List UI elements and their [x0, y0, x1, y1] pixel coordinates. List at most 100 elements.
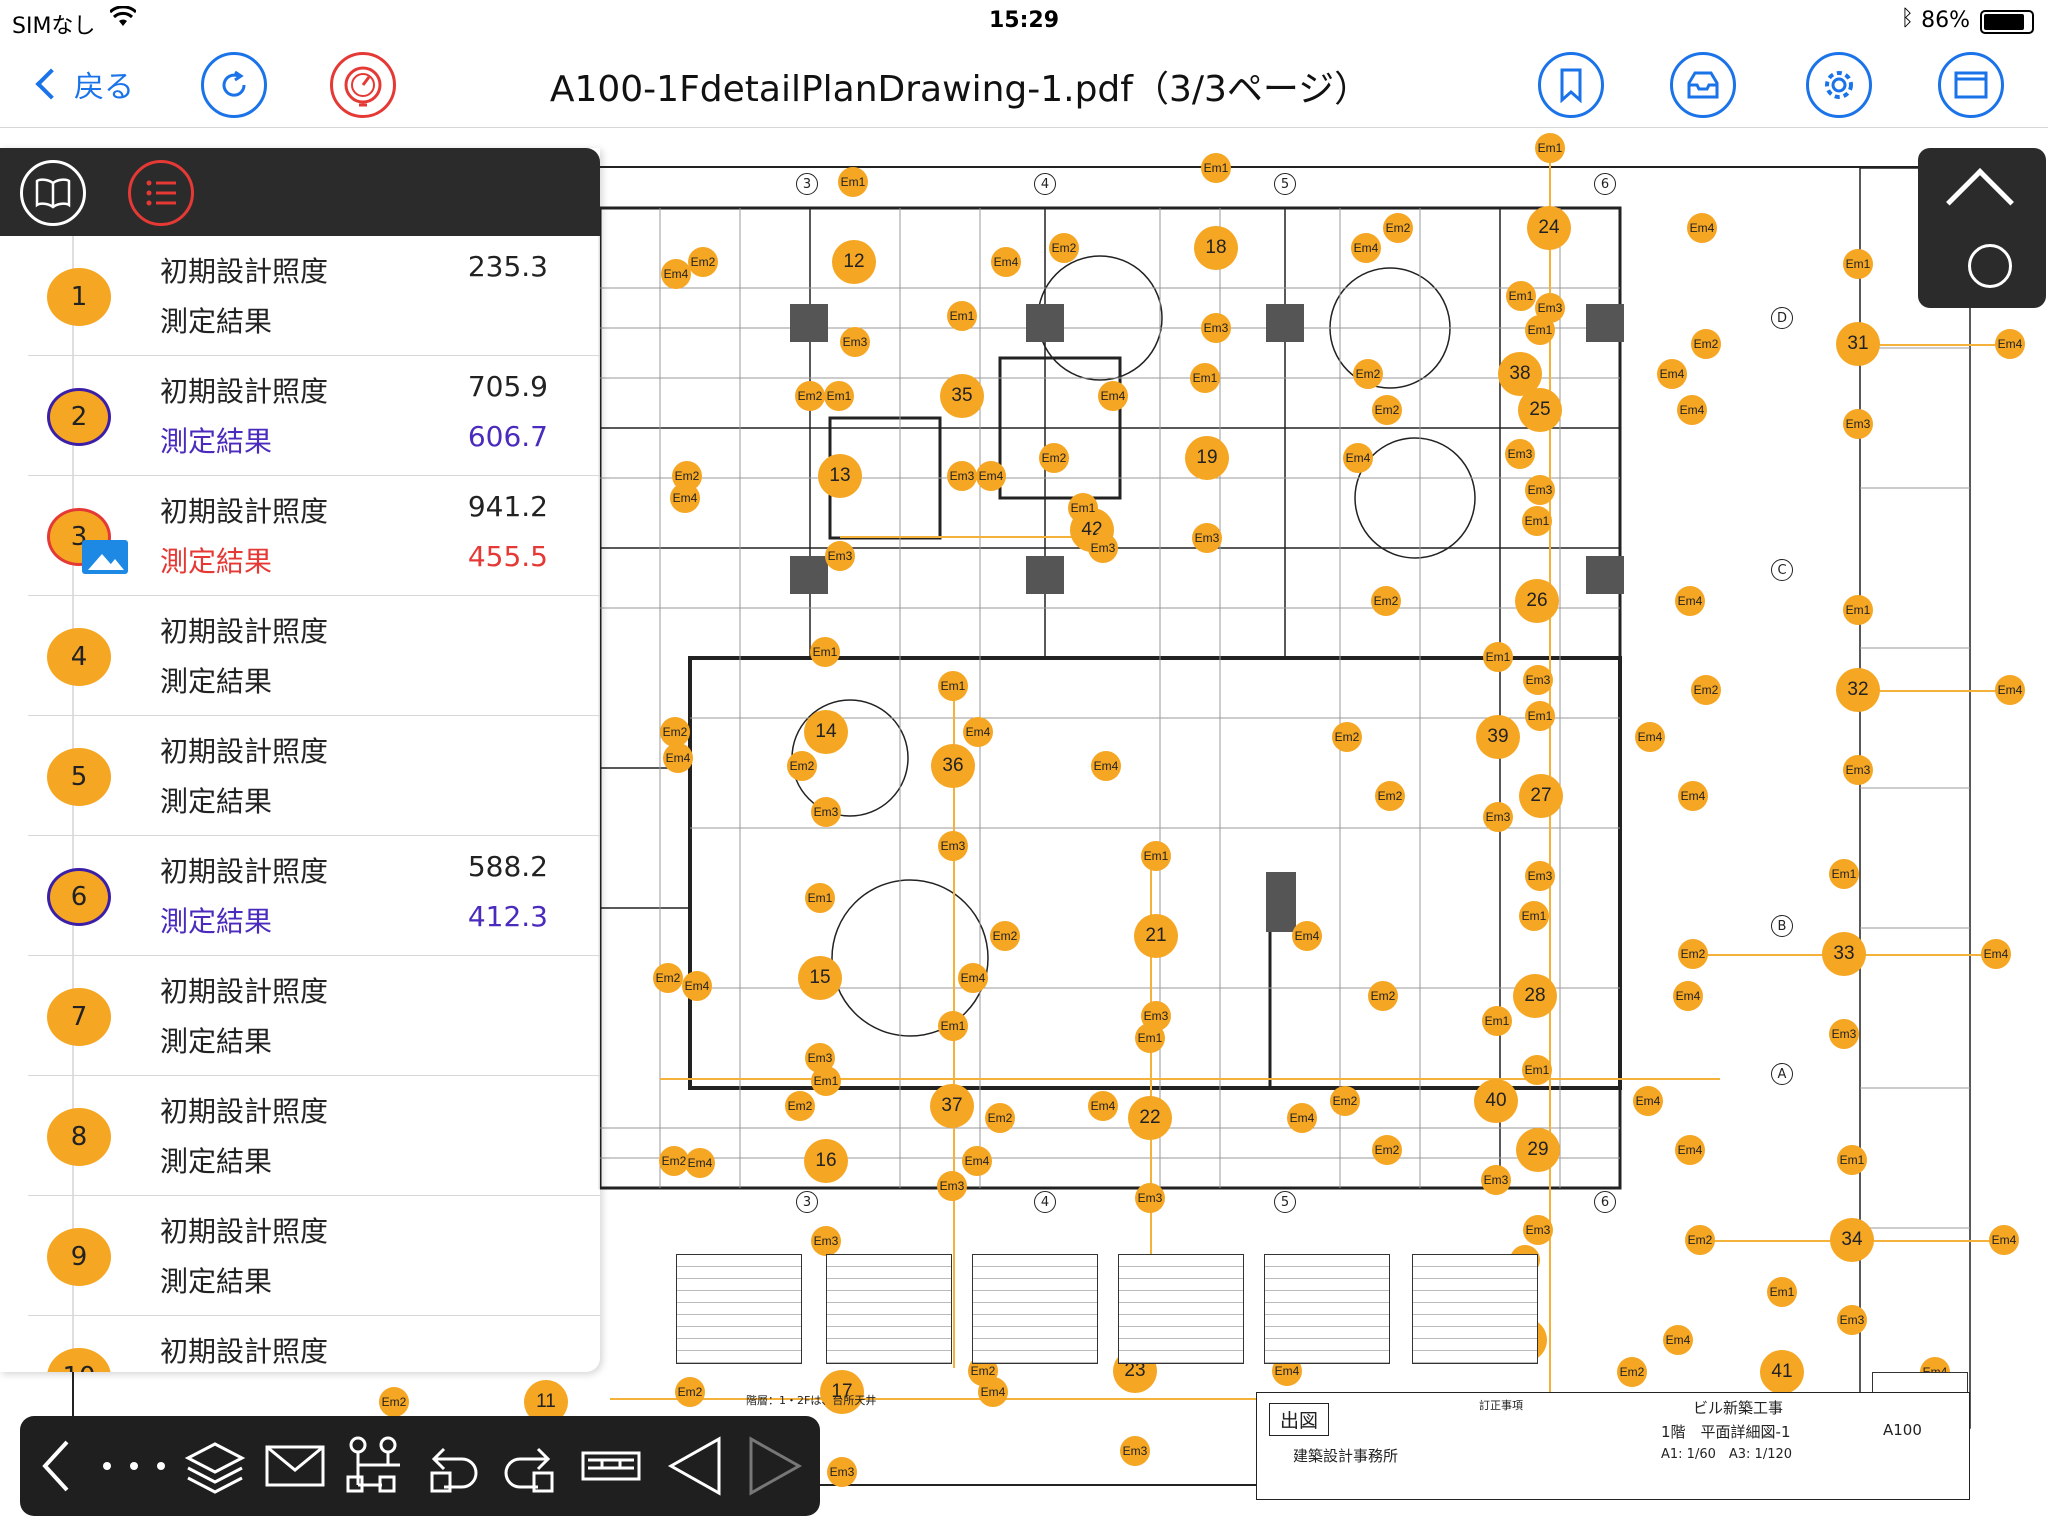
- measurement-row-1[interactable]: 1 初期設計照度 235.3 測定結果: [28, 236, 600, 356]
- emergency-light-marker[interactable]: Em3: [1120, 1436, 1150, 1466]
- emergency-light-marker[interactable]: Em4: [978, 1377, 1008, 1407]
- light-marker-37[interactable]: 37: [930, 1084, 974, 1128]
- list-button[interactable]: [128, 160, 194, 226]
- emergency-light-marker[interactable]: Em3: [811, 1226, 841, 1256]
- light-marker-12[interactable]: 12: [832, 240, 876, 284]
- emergency-light-marker[interactable]: Em4: [1678, 781, 1708, 811]
- emergency-light-marker[interactable]: Em1: [1068, 493, 1098, 523]
- settings-button[interactable]: [1806, 52, 1872, 118]
- light-marker-17[interactable]: 17: [820, 1370, 864, 1414]
- emergency-light-marker[interactable]: Em3: [1523, 665, 1553, 695]
- emergency-light-marker[interactable]: Em4: [663, 743, 693, 773]
- emergency-light-marker[interactable]: Em2: [795, 381, 825, 411]
- emergency-light-marker[interactable]: Em2: [1368, 981, 1398, 1011]
- emergency-light-marker[interactable]: Em3: [1505, 439, 1535, 469]
- emergency-light-marker[interactable]: Em4: [1098, 381, 1128, 411]
- emergency-light-marker[interactable]: Em3: [1135, 1183, 1165, 1213]
- light-marker-22[interactable]: 22: [1128, 1096, 1172, 1140]
- emergency-light-marker[interactable]: Em1: [947, 301, 977, 331]
- measurement-row-5[interactable]: 5 初期設計照度 測定結果: [28, 716, 600, 836]
- inbox-button[interactable]: [1670, 52, 1736, 118]
- emergency-light-marker[interactable]: Em3: [1837, 1305, 1867, 1335]
- emergency-light-marker[interactable]: Em2: [1039, 443, 1069, 473]
- layers-icon[interactable]: [180, 1430, 250, 1502]
- emergency-light-marker[interactable]: Em2: [1685, 1225, 1715, 1255]
- light-marker-36[interactable]: 36: [931, 744, 975, 788]
- more-icon[interactable]: [96, 1430, 172, 1502]
- emergency-light-marker[interactable]: Em4: [1091, 751, 1121, 781]
- emergency-light-marker[interactable]: Em1: [1141, 841, 1171, 871]
- emergency-light-marker[interactable]: Em4: [682, 971, 712, 1001]
- chevron-left-icon[interactable]: [30, 1430, 82, 1502]
- emergency-light-marker[interactable]: Em4: [1635, 722, 1665, 752]
- back-button[interactable]: 戻る: [35, 62, 134, 106]
- emergency-light-marker[interactable]: Em1: [805, 883, 835, 913]
- emergency-light-marker[interactable]: Em1: [1506, 281, 1536, 311]
- emergency-light-marker[interactable]: Em1: [1190, 363, 1220, 393]
- emergency-light-marker[interactable]: Em1: [1522, 506, 1552, 536]
- emergency-light-marker[interactable]: Em1: [1843, 249, 1873, 279]
- emergency-light-marker[interactable]: Em2: [1691, 675, 1721, 705]
- emergency-light-marker[interactable]: Em3: [1088, 533, 1118, 563]
- emergency-light-marker[interactable]: Em1: [1525, 315, 1555, 345]
- emergency-light-marker[interactable]: Em4: [1673, 981, 1703, 1011]
- hierarchy-icon[interactable]: [338, 1430, 408, 1502]
- emergency-light-marker[interactable]: Em4: [1675, 586, 1705, 616]
- measurement-row-10[interactable]: 10 初期設計照度 測定結果: [28, 1316, 600, 1372]
- scroll-top-button[interactable]: [1918, 148, 2046, 308]
- emergency-light-marker[interactable]: Em1: [1201, 153, 1231, 183]
- keyboard-icon[interactable]: [576, 1430, 646, 1502]
- emergency-light-marker[interactable]: Em2: [1049, 233, 1079, 263]
- emergency-light-marker[interactable]: Em3: [1192, 523, 1222, 553]
- emergency-light-marker[interactable]: Em3: [1523, 1215, 1553, 1245]
- emergency-light-marker[interactable]: Em2: [688, 247, 718, 277]
- measurement-row-8[interactable]: 8 初期設計照度 測定結果: [28, 1076, 600, 1196]
- measurement-row-7[interactable]: 7 初期設計照度 測定結果: [28, 956, 600, 1076]
- emergency-light-marker[interactable]: Em2: [1372, 395, 1402, 425]
- emergency-light-marker[interactable]: Em4: [1687, 213, 1717, 243]
- emergency-light-marker[interactable]: Em2: [660, 717, 690, 747]
- emergency-light-marker[interactable]: Em4: [962, 1146, 992, 1176]
- emergency-light-marker[interactable]: Em4: [1989, 1225, 2019, 1255]
- emergency-light-marker[interactable]: Em3: [1201, 313, 1231, 343]
- light-marker-33[interactable]: 33: [1822, 932, 1866, 976]
- emergency-light-marker[interactable]: Em1: [1829, 859, 1859, 889]
- emergency-light-marker[interactable]: Em4: [958, 963, 988, 993]
- emergency-light-marker[interactable]: Em2: [1330, 1086, 1360, 1116]
- emergency-light-marker[interactable]: Em1: [1535, 133, 1565, 163]
- emergency-light-marker[interactable]: Em1: [1767, 1277, 1797, 1307]
- emergency-light-marker[interactable]: Em4: [1292, 921, 1322, 951]
- emergency-light-marker[interactable]: Em2: [675, 1377, 705, 1407]
- emergency-light-marker[interactable]: Em2: [1375, 781, 1405, 811]
- emergency-light-marker[interactable]: Em2: [659, 1146, 689, 1176]
- emergency-light-marker[interactable]: Em1: [938, 671, 968, 701]
- emergency-light-marker[interactable]: Em2: [653, 963, 683, 993]
- emergency-light-marker[interactable]: Em4: [1343, 443, 1373, 473]
- emergency-light-marker[interactable]: Em3: [840, 327, 870, 357]
- emergency-light-marker[interactable]: Em1: [1522, 1055, 1552, 1085]
- emergency-light-marker[interactable]: Em4: [976, 461, 1006, 491]
- emergency-light-marker[interactable]: Em4: [1981, 939, 2011, 969]
- emergency-light-marker[interactable]: Em4: [1657, 359, 1687, 389]
- light-marker-31[interactable]: 31: [1836, 322, 1880, 366]
- emergency-light-marker[interactable]: Em4: [1088, 1091, 1118, 1121]
- light-marker-19[interactable]: 19: [1185, 436, 1229, 480]
- emergency-light-marker[interactable]: Em4: [1663, 1325, 1693, 1355]
- book-button[interactable]: [20, 160, 86, 226]
- emergency-light-marker[interactable]: Em1: [938, 1011, 968, 1041]
- emergency-light-marker[interactable]: Em1: [838, 167, 868, 197]
- emergency-light-marker[interactable]: Em4: [1995, 675, 2025, 705]
- light-marker-35[interactable]: 35: [940, 374, 984, 418]
- emergency-light-marker[interactable]: Em2: [785, 1091, 815, 1121]
- lux-meter-button[interactable]: [330, 52, 396, 118]
- light-marker-28[interactable]: 28: [1513, 974, 1557, 1018]
- emergency-light-marker[interactable]: Em2: [379, 1387, 409, 1417]
- light-marker-39[interactable]: 39: [1476, 715, 1520, 759]
- emergency-light-marker[interactable]: Em1: [810, 637, 840, 667]
- refresh-button[interactable]: [201, 52, 267, 118]
- emergency-light-marker[interactable]: Em3: [947, 461, 977, 491]
- measurement-row-6[interactable]: 6 初期設計照度 588.2 測定結果 412.3: [28, 836, 600, 956]
- emergency-light-marker[interactable]: Em4: [1351, 233, 1381, 263]
- emergency-light-marker[interactable]: Em1: [824, 381, 854, 411]
- emergency-light-marker[interactable]: Em4: [670, 483, 700, 513]
